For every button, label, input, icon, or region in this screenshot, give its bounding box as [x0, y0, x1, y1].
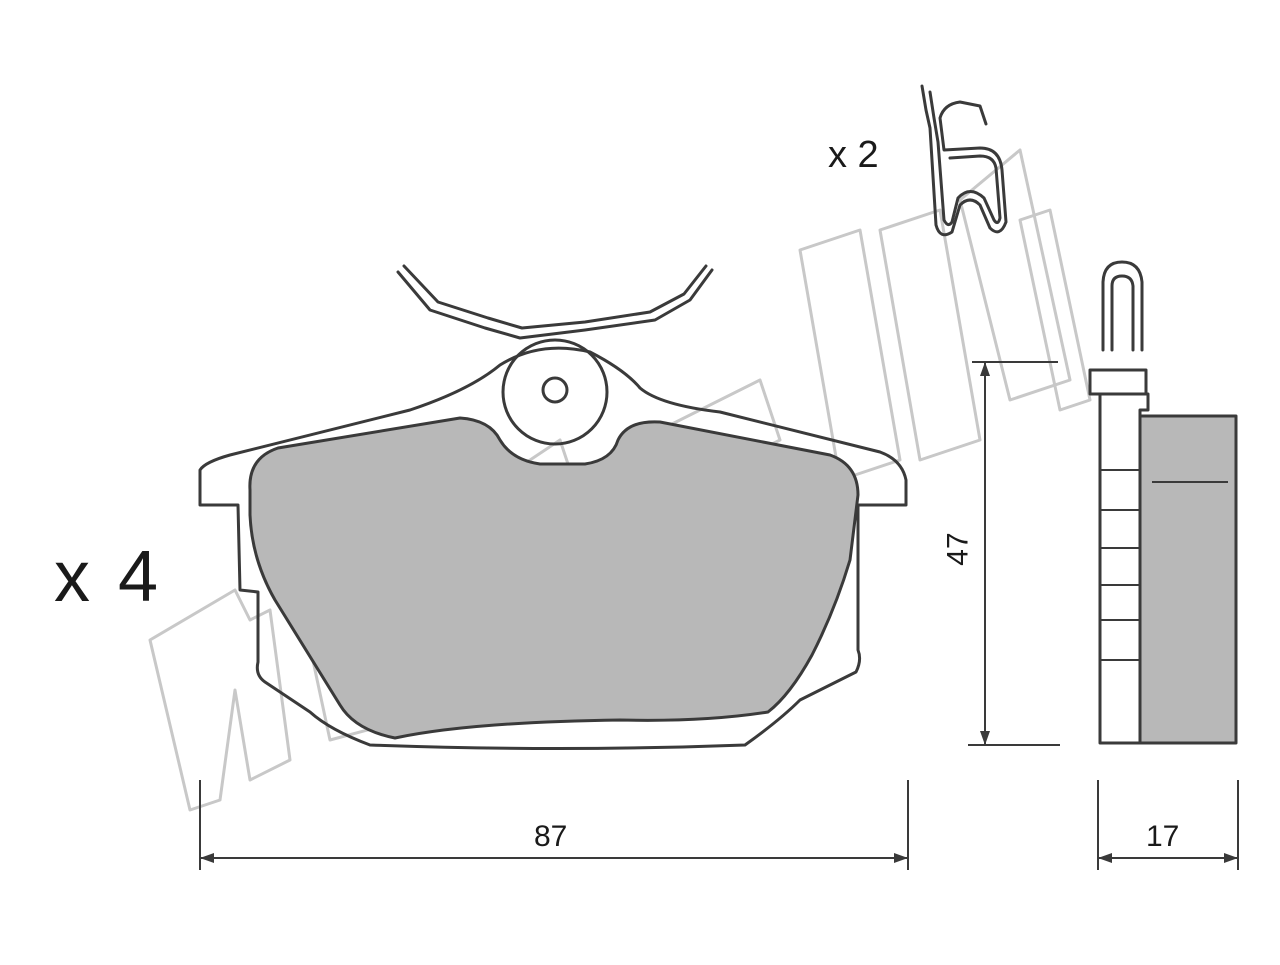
spring-quantity-label: x 2 [828, 134, 879, 176]
side-backing-plate [1098, 392, 1150, 745]
width-dimension-label: 87 [534, 820, 568, 853]
anti-rattle-clip [920, 84, 1008, 237]
brake-pad-side-view [1088, 260, 1238, 745]
side-friction-material [1138, 414, 1238, 745]
thickness-dimension-label: 17 [1146, 820, 1180, 853]
height-dimension-label: 47 [941, 532, 975, 566]
pad-quantity-label: x 4 [54, 537, 163, 617]
friction-material [248, 416, 860, 740]
pivot-boss [501, 338, 609, 446]
backing-plate [198, 346, 908, 750]
dimension-thickness [1097, 780, 1239, 870]
retaining-spring [396, 264, 714, 340]
side-clip-loop [1101, 260, 1144, 352]
pivot-hole [541, 376, 569, 404]
dimension-width [199, 780, 909, 870]
dimension-height [968, 361, 1060, 746]
brake-pad-front-view [198, 264, 908, 750]
